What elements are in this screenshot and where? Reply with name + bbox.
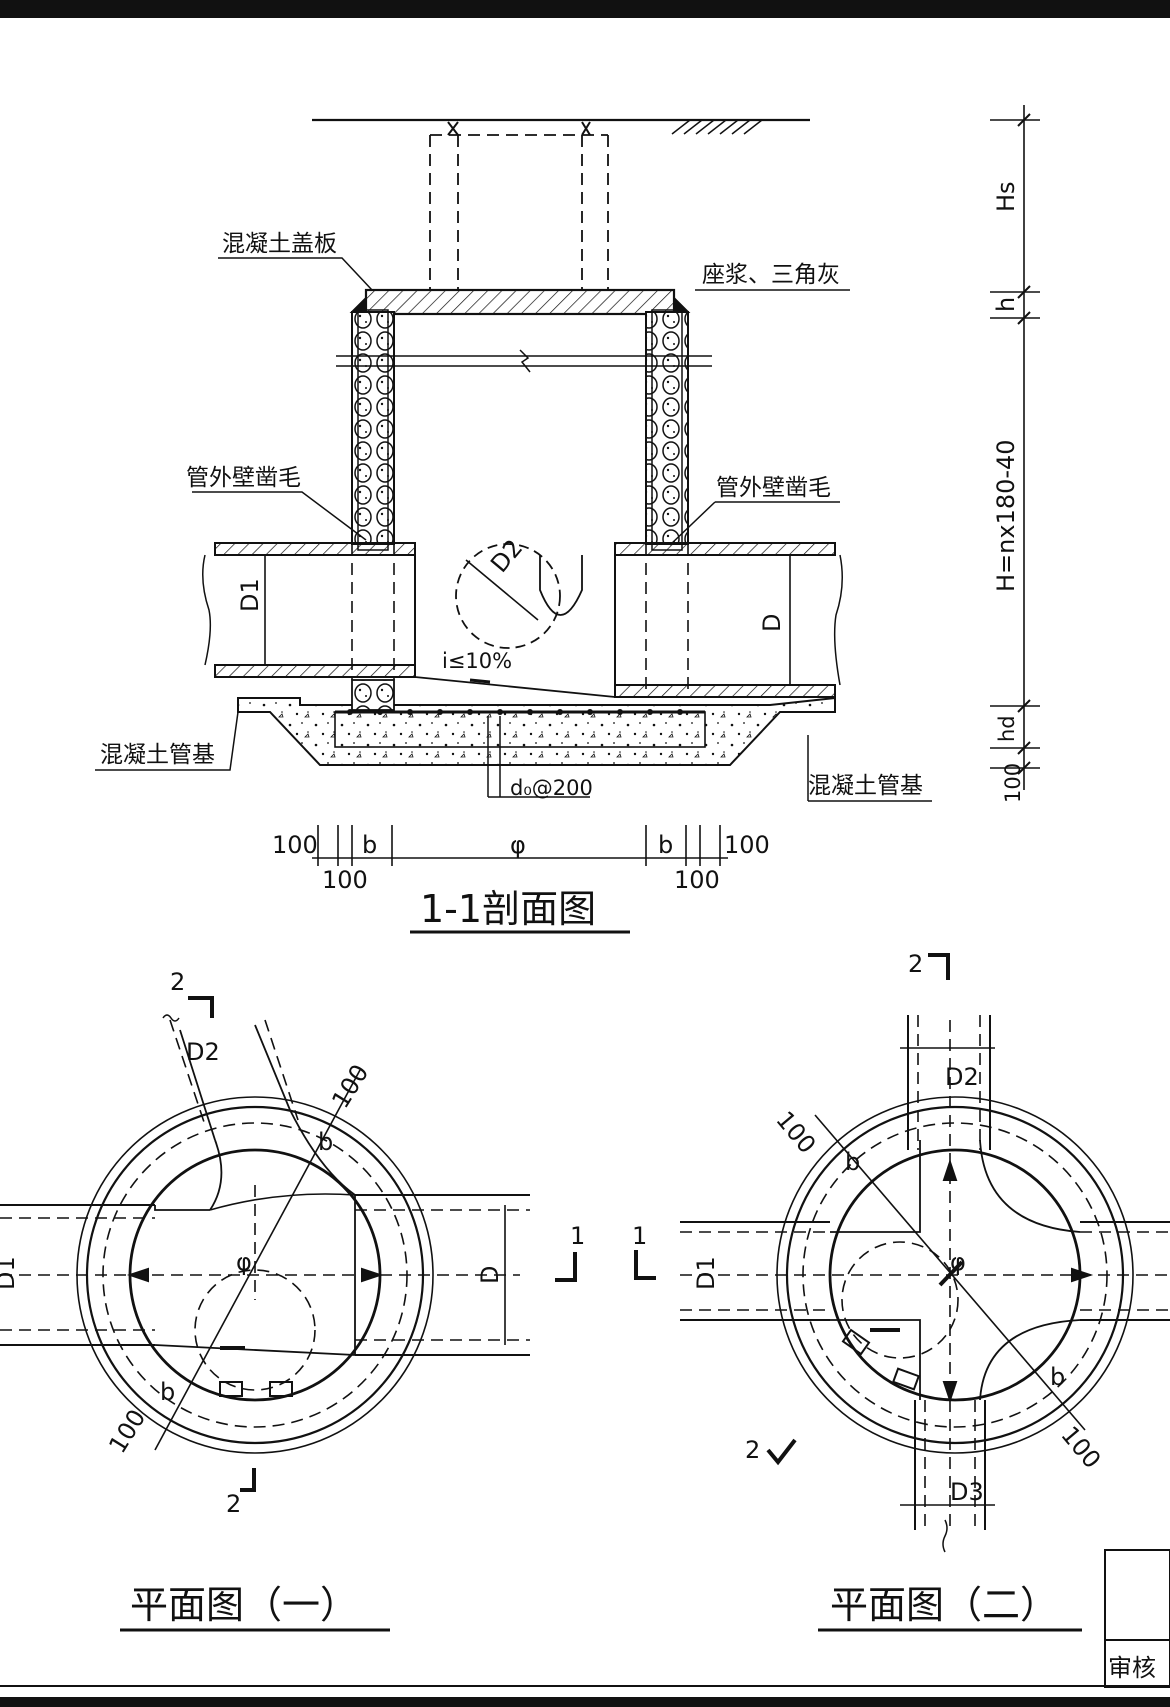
plan2-label-b-bottom: b (1050, 1363, 1065, 1391)
plan2-arrow-icon (942, 1158, 1094, 1404)
plan2-cut-left-icon (634, 1250, 656, 1280)
wall-dashed-below (351, 544, 689, 697)
dim-100-right: 100 (724, 831, 770, 859)
plan2-cut-bottom-icon (766, 1438, 797, 1466)
plan2-label-d2: D2 (945, 1063, 979, 1091)
section-title: 1-1剖面图 (420, 887, 596, 931)
inlet-d2-circle (455, 543, 561, 649)
plan-1 (0, 996, 577, 1632)
dim-100-left: 100 (272, 831, 318, 859)
plan1-mark-right: 1 (570, 1222, 585, 1250)
dim-phi: φ (510, 831, 526, 859)
dim-H: H=nx180-40 (992, 439, 1020, 592)
plan1-cut-right-icon (555, 1252, 577, 1282)
plan1-mark-top: 2 (170, 968, 185, 996)
plan1-dim-top: 100 (326, 1059, 374, 1113)
plan2-dim-top: 100 (770, 1106, 821, 1159)
plan1-label-b-bottom: b (160, 1378, 175, 1406)
plan1-label-b-top: b (318, 1128, 333, 1156)
title-block-review: 审核 (1108, 1654, 1156, 1682)
title-block (1104, 1549, 1170, 1688)
plan1-arrow-icon (126, 1267, 384, 1283)
label-rebar: d₀@200 (510, 776, 593, 800)
plan1-title: 平面图（一） (130, 1583, 358, 1627)
mortar-right-icon (673, 295, 691, 313)
cover-frame-icon (447, 121, 591, 136)
plan1-dim-bottom: 100 (103, 1404, 151, 1458)
section-1-1 (95, 105, 1040, 934)
label-chisel-left: 管外壁凿毛 (186, 465, 301, 491)
plan2-label-b-top: b (845, 1148, 860, 1176)
plan1-label-d1: D1 (0, 1256, 20, 1290)
plan1-mark-bottom: 2 (226, 1490, 241, 1518)
vertical-dimension (990, 105, 1040, 790)
dim-b-left: b (362, 831, 377, 859)
plan2-mark-left: 1 (632, 1222, 647, 1250)
plan2-dim-bottom: 100 (1055, 1421, 1106, 1474)
plan-2-text: 2 2 1 D2 D1 D3 φ b b 100 100 平面图（二） (632, 950, 1106, 1627)
label-chisel-right: 管外壁凿毛 (716, 475, 831, 501)
label-slope: i≤10% (442, 649, 512, 673)
label-cover-slab: 混凝土盖板 (222, 231, 337, 257)
plan1-cut-bottom-icon (240, 1468, 256, 1492)
break-right-icon (833, 554, 843, 686)
label-base-right: 混凝土管基 (808, 773, 923, 799)
wall-right (645, 311, 689, 545)
plan-2 (634, 953, 1170, 1632)
dim-base-100: 100 (1001, 763, 1025, 803)
dim-sub-100-left: 100 (322, 866, 368, 894)
riser-dashed (429, 134, 609, 290)
plan1-label-d: D (476, 1266, 504, 1284)
dim-hs: Hs (992, 181, 1020, 212)
dim-hd: hd (995, 715, 1019, 742)
dim-h: h (992, 297, 1020, 312)
dim-b-right: b (658, 831, 673, 859)
label-pipe-d: D (758, 614, 786, 632)
plan2-label-d1: D1 (692, 1256, 720, 1290)
wall-left (351, 311, 395, 545)
cover-slab (364, 288, 676, 316)
ground-hatch-icon (671, 119, 763, 135)
plan2-cut-top-icon (928, 953, 950, 980)
plan1-label-d2: D2 (186, 1038, 220, 1066)
concrete-base (237, 696, 836, 766)
break-line-icon (336, 349, 712, 373)
plan2-label-phi: φ (950, 1248, 966, 1276)
plan2-mark-bottom: 2 (745, 1436, 760, 1464)
break-left-icon (202, 554, 212, 666)
dim-sub-100-right: 100 (674, 866, 720, 894)
label-pipe-d1: D1 (236, 578, 264, 612)
section-text: 混凝土盖板 座浆、三角灰 管外壁凿毛 管外壁凿毛 混凝土管基 混凝土管基 i≤1… (100, 181, 1025, 931)
plan2-title: 平面图（二） (830, 1583, 1058, 1627)
plan1-label-phi: φ (236, 1248, 252, 1276)
horizontal-dimension (312, 825, 728, 866)
label-mortar: 座浆、三角灰 (702, 262, 840, 288)
label-pipe-d2: D2 (485, 534, 528, 578)
pipe-right-bottom (614, 684, 836, 698)
label-base-left: 混凝土管基 (100, 742, 215, 768)
plan2-label-d3: D3 (950, 1478, 984, 1506)
slope-arrow-icon (469, 678, 491, 684)
plan1-cut-top-icon (188, 996, 214, 1018)
mortar-left-icon (349, 295, 367, 313)
pipe-left-bottom (214, 664, 416, 678)
rebar-dots (347, 709, 683, 715)
pipe-right-top (614, 542, 836, 556)
plan2-mark-top: 2 (908, 950, 923, 978)
pipe-left-top (214, 542, 416, 556)
